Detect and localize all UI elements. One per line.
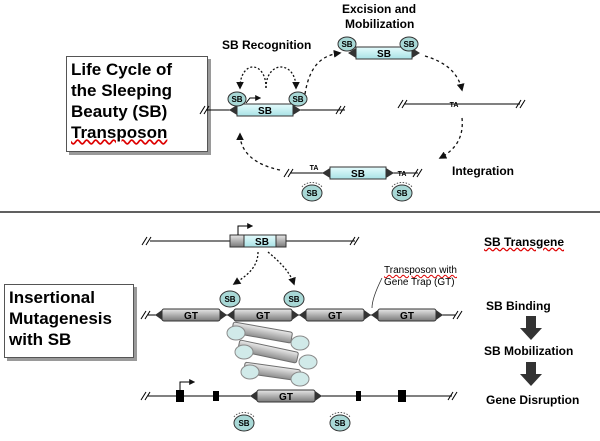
transposon-gt-label-line-1: Transposon with: [384, 265, 457, 276]
mobilizing-transposons: [226, 321, 318, 387]
mutagenesis-title-line-1: Insertional: [9, 288, 95, 307]
ta-left-label: TA: [310, 165, 319, 172]
excision-label-line-1: Excision and: [342, 2, 417, 16]
sb-mobilization-label: SB Mobilization: [484, 344, 574, 358]
sb-transgene-label: SB Transgene: [484, 235, 565, 249]
expression-arrow-right: [267, 251, 296, 286]
gene-disruption-label: Gene Disruption: [486, 393, 580, 407]
sb-enzyme-donor-right-label: SB: [292, 95, 303, 104]
gt-concatemer: GT GT GT GT SB SB: [140, 290, 463, 322]
target-dna: TA: [397, 99, 526, 109]
cycle-arrow-integration: [438, 117, 463, 159]
integrated-transposon-label: SB: [351, 169, 365, 180]
life-cycle-title-box: Life Cycle of the Sleeping Beauty (SB) T…: [66, 56, 208, 152]
gt-unit-2-label: GT: [256, 311, 270, 322]
gt-unit-1-label: GT: [184, 311, 198, 322]
mutagenesis-title-box: Insertional Mutagenesis with SB: [4, 284, 134, 358]
excised-transposon: SB SB SB: [337, 36, 420, 60]
excised-transposon-label: SB: [377, 49, 391, 60]
sb-enzyme-excised-right-label: SB: [403, 40, 414, 49]
sb-released-bottom-left-label: SB: [238, 419, 249, 428]
transgene-label: SB: [255, 237, 269, 248]
cycle-arrow-return: [236, 132, 281, 171]
recognition-arrow-right: [265, 66, 300, 90]
sb-released-left-label: SB: [306, 189, 317, 198]
gt-inserted-label: GT: [279, 392, 293, 403]
mutagenesis-title-line-2: Mutagenesis: [9, 309, 112, 328]
donor-dna: SB SB SB: [199, 91, 346, 117]
sb-enzyme-excised-left-label: SB: [341, 40, 352, 49]
transposon-donor-label: SB: [258, 106, 272, 117]
sb-transgene: SB: [141, 223, 360, 248]
sb-recognition-label: SB Recognition: [222, 38, 312, 52]
step-arrow-1: [520, 316, 542, 340]
step-arrow-2: [520, 362, 542, 386]
sb-enzyme-donor-left-label: SB: [231, 95, 242, 104]
life-cycle-title-line-3: Beauty (SB): [71, 102, 168, 121]
life-cycle-title-line-1: Life Cycle of: [71, 60, 173, 79]
expression-arrow-left: [232, 251, 259, 285]
cycle-arrow-excision: [304, 49, 342, 95]
gt-unit-4-label: GT: [400, 311, 414, 322]
life-cycle-title-line-4: Transposon: [71, 123, 168, 142]
mutagenesis-title-line-3: with SB: [9, 330, 72, 349]
integration-label: Integration: [452, 164, 514, 178]
recognition-arrow-left: [236, 66, 267, 90]
gt-label-leader: [371, 277, 383, 309]
sb-binding-label: SB Binding: [486, 299, 551, 313]
gt-unit-3-label: GT: [328, 311, 342, 322]
excision-label-line-2: Mobilization: [345, 17, 415, 31]
life-cycle-title-line-2: the Sleeping: [71, 81, 173, 100]
sb-bound-left-label: SB: [224, 295, 235, 304]
integrated-transposon: SB TA TA SB SB: [283, 165, 423, 202]
ta-right-label: TA: [398, 171, 407, 178]
transposon-gt-label-line-2: Gene Trap (GT): [384, 277, 455, 288]
sb-released-bottom-right-label: SB: [334, 419, 345, 428]
ta-target-label: TA: [450, 102, 459, 109]
cycle-arrow-to-target: [424, 55, 465, 92]
sb-released-right-label: SB: [396, 189, 407, 198]
sb-bound-right-label: SB: [288, 295, 299, 304]
disrupted-gene: GT SB SB: [140, 379, 458, 432]
